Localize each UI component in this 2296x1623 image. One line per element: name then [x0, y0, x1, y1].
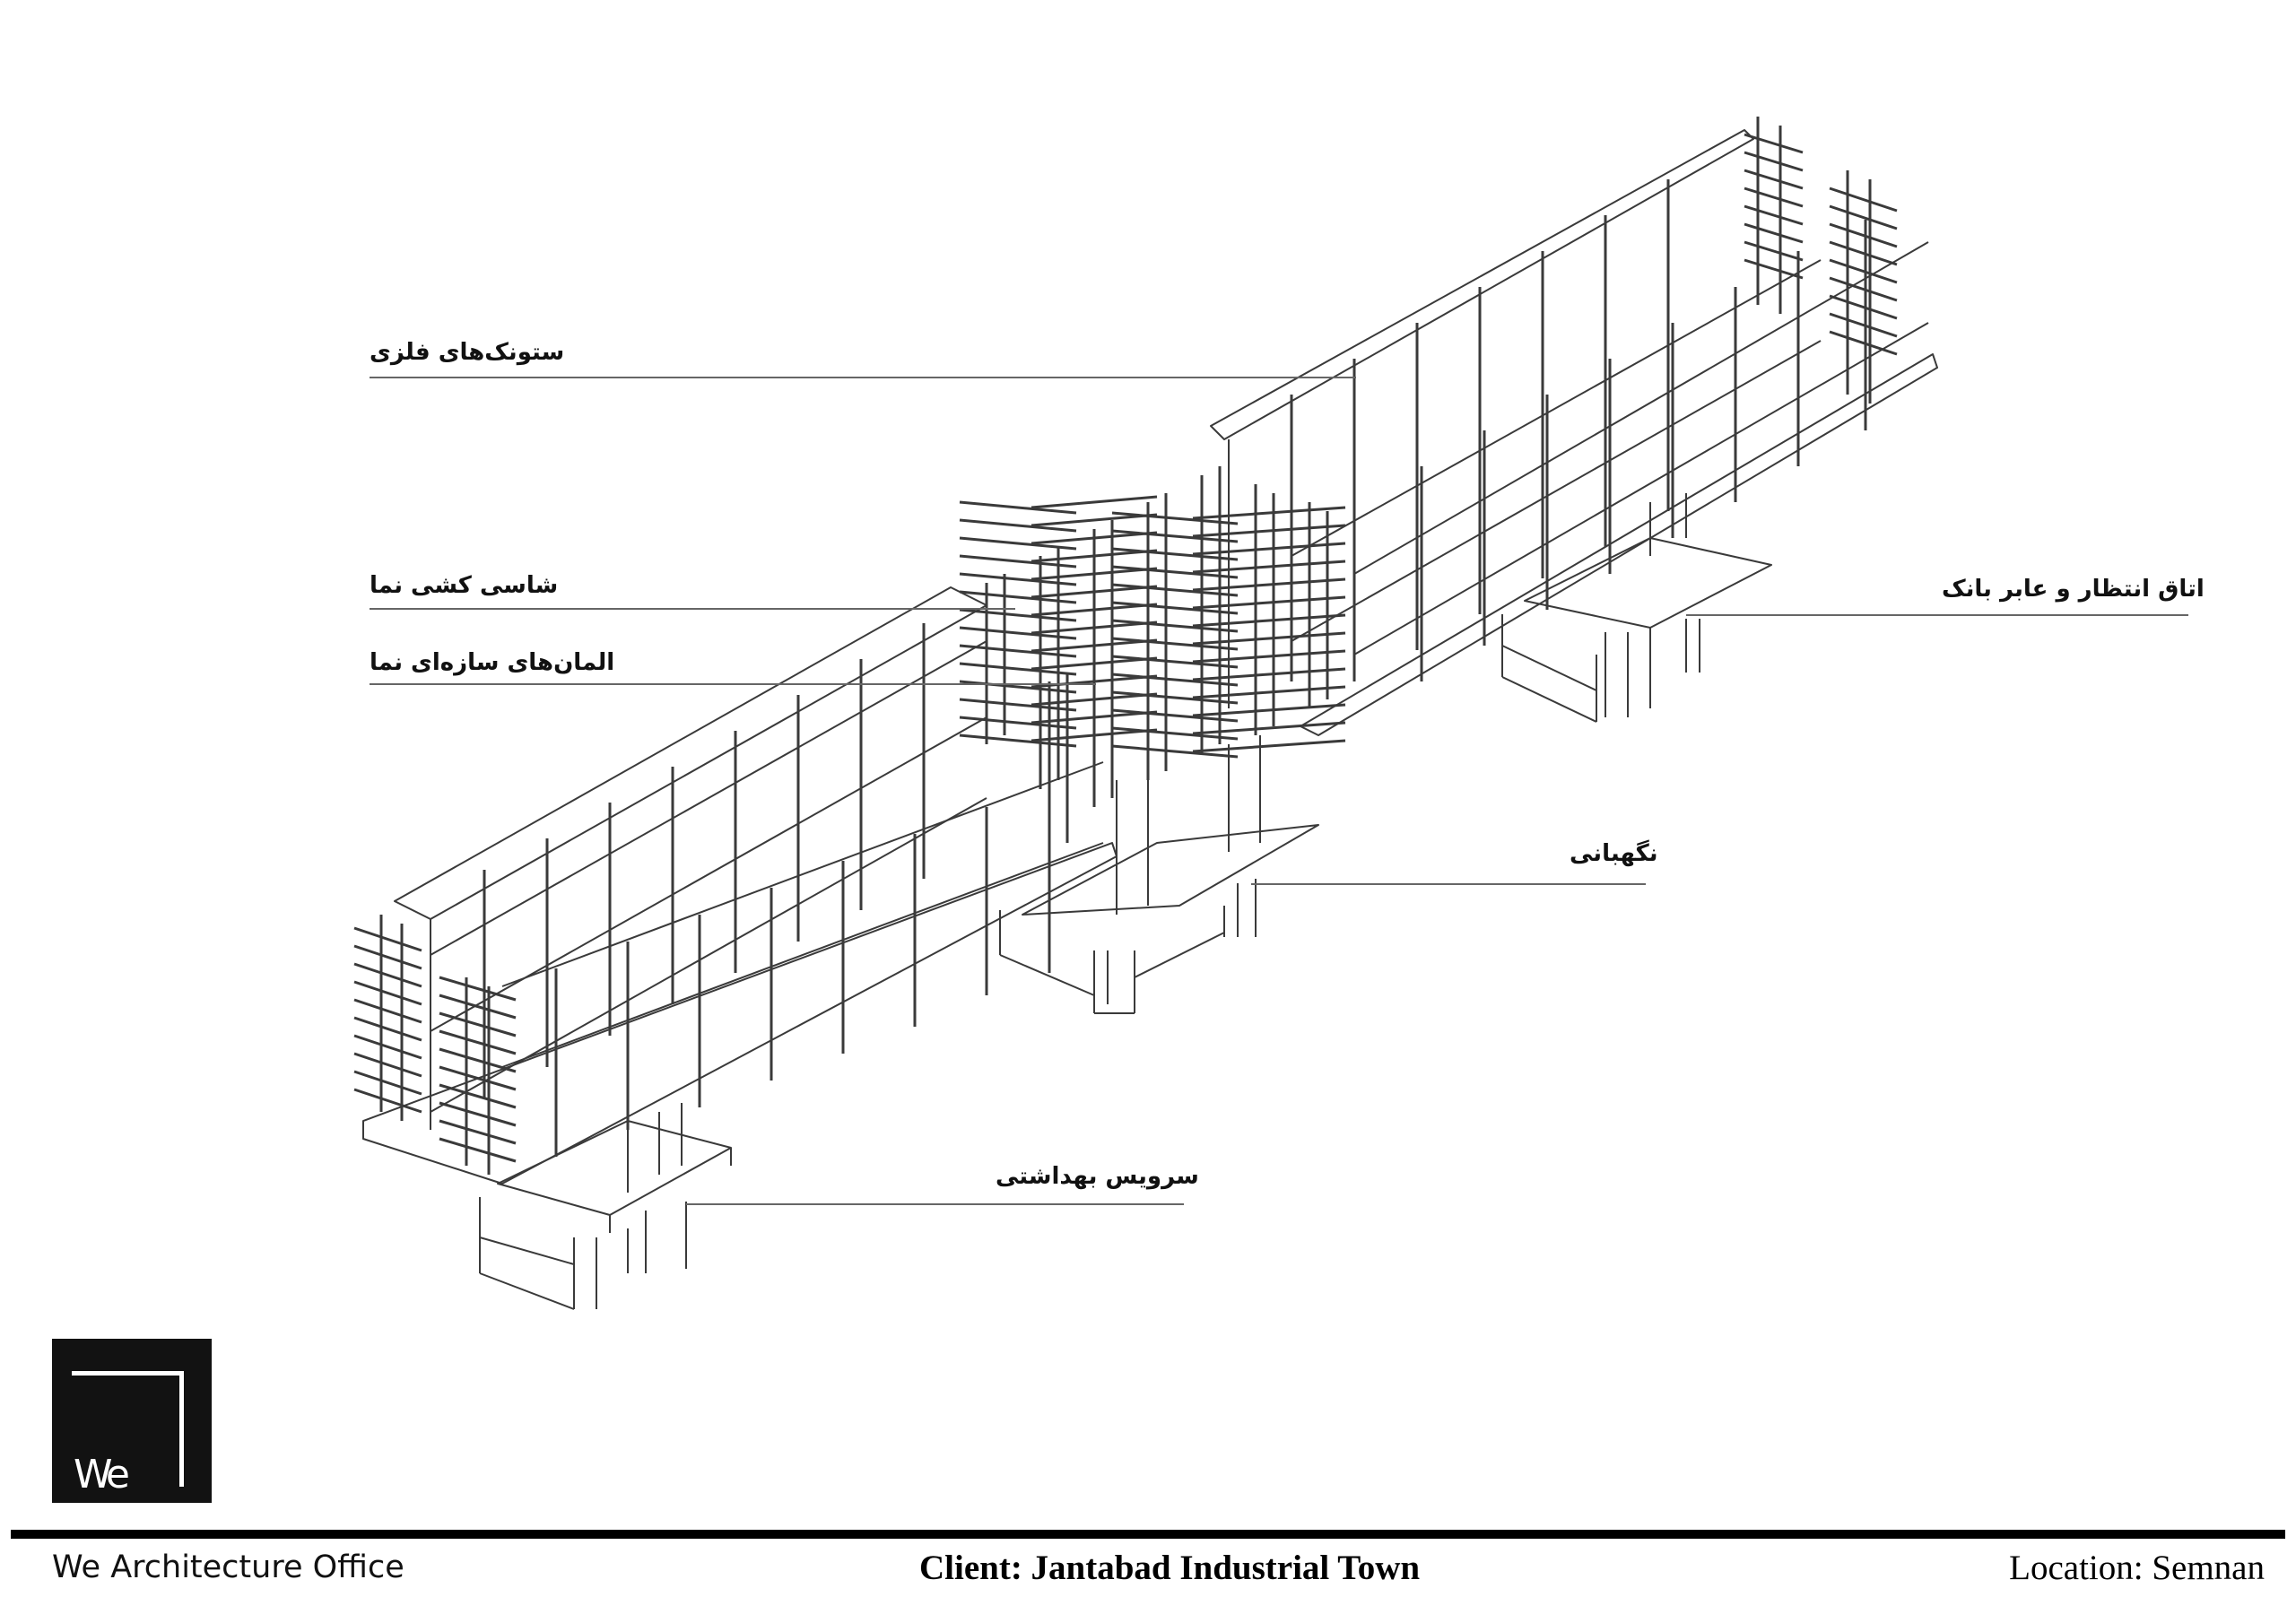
lattice-bar: [959, 518, 1077, 533]
lattice-bar: [1192, 577, 1346, 592]
lattice-bar: [1111, 529, 1239, 543]
lattice-bar: [959, 590, 1077, 604]
logo-frame: [72, 1371, 184, 1487]
label-waiting-room: اتاق انتظار و عابر بانک: [1942, 576, 2205, 603]
lattice-bar: [1031, 513, 1158, 527]
central-facade-lattice: [959, 466, 1346, 852]
lattice-bar: [1111, 547, 1239, 561]
lattice-bar: [1192, 667, 1346, 681]
lattice-bar: [959, 500, 1077, 515]
leader-waiting-room: [1686, 614, 2188, 616]
lattice-bar: [1192, 506, 1346, 520]
front-module-posts: [483, 623, 1051, 1157]
back-module-posts: [1290, 179, 1867, 681]
label-guard-room: نگهبانی: [1570, 840, 1658, 867]
lattice-bar: [1031, 495, 1158, 509]
lattice-bar: [1192, 631, 1346, 646]
lattice-bar: [959, 626, 1077, 640]
label-facade-elements: المان‌های سازه‌ای نما: [370, 649, 615, 676]
leader-guard-room: [1251, 883, 1646, 885]
lattice-bar: [959, 698, 1077, 712]
footer-location: Location: Semnan: [2009, 1549, 2265, 1587]
leader-facade-elements: [370, 683, 1096, 685]
lattice-bar: [959, 733, 1077, 748]
lattice-bar: [959, 536, 1077, 551]
lattice-bar: [1111, 583, 1239, 597]
lattice-bar: [1111, 708, 1239, 723]
lattice-bar: [959, 644, 1077, 658]
leader-restroom: [686, 1203, 1184, 1205]
lattice-bar: [1192, 542, 1346, 556]
footer-divider: [11, 1530, 2285, 1539]
lattice-bar: [1111, 726, 1239, 741]
label-steel-posts: ستونک‌های فلزی: [370, 339, 565, 366]
lattice-bar: [1192, 703, 1346, 717]
lattice-bar: [959, 716, 1077, 730]
waiting-room-box: [1501, 493, 1772, 723]
lattice-bar: [959, 572, 1077, 586]
back-module-frame: [1210, 129, 1938, 736]
lattice-bar: [1192, 524, 1346, 538]
leader-facade-chassis: [370, 608, 1015, 610]
label-restroom: سرویس بهداشتی: [996, 1163, 1199, 1190]
lattice-bar: [1111, 655, 1239, 669]
lattice-bar: [1192, 721, 1346, 735]
guard-room-box: [999, 735, 1319, 1014]
label-facade-chassis: شاسی کشی نما: [370, 572, 559, 599]
lattice-bar: [959, 608, 1077, 622]
lattice-bar: [1192, 649, 1346, 664]
footer-office: We Architecture Office: [52, 1549, 404, 1585]
back-end-facade-grid: [1744, 117, 1898, 404]
lattice-bar: [1111, 619, 1239, 633]
lattice-bar: [1111, 744, 1239, 759]
lattice-bar: [959, 554, 1077, 568]
lattice-bar: [1111, 690, 1239, 705]
footer-client: Client: Jantabad Industrial Town: [919, 1549, 1421, 1587]
restroom-box: [479, 1103, 732, 1310]
we-logo: We: [52, 1339, 212, 1503]
lattice-bar: [1111, 601, 1239, 615]
lattice-bar: [1192, 560, 1346, 574]
logo-text: We: [74, 1452, 130, 1497]
lattice-bar: [959, 662, 1077, 676]
lattice-bar: [1111, 637, 1239, 651]
lattice-bar: [1111, 673, 1239, 687]
front-end-facade-grid: [353, 915, 517, 1175]
leader-steel-posts: [370, 377, 1356, 378]
lattice-bar: [1192, 595, 1346, 610]
lattice-bar: [1192, 613, 1346, 628]
lattice-bar: [1111, 565, 1239, 579]
lattice-bar: [1111, 511, 1239, 525]
lattice-bar: [1192, 739, 1346, 753]
lattice-bar: [1192, 685, 1346, 699]
isometric-structure-drawing: [353, 117, 1938, 1310]
